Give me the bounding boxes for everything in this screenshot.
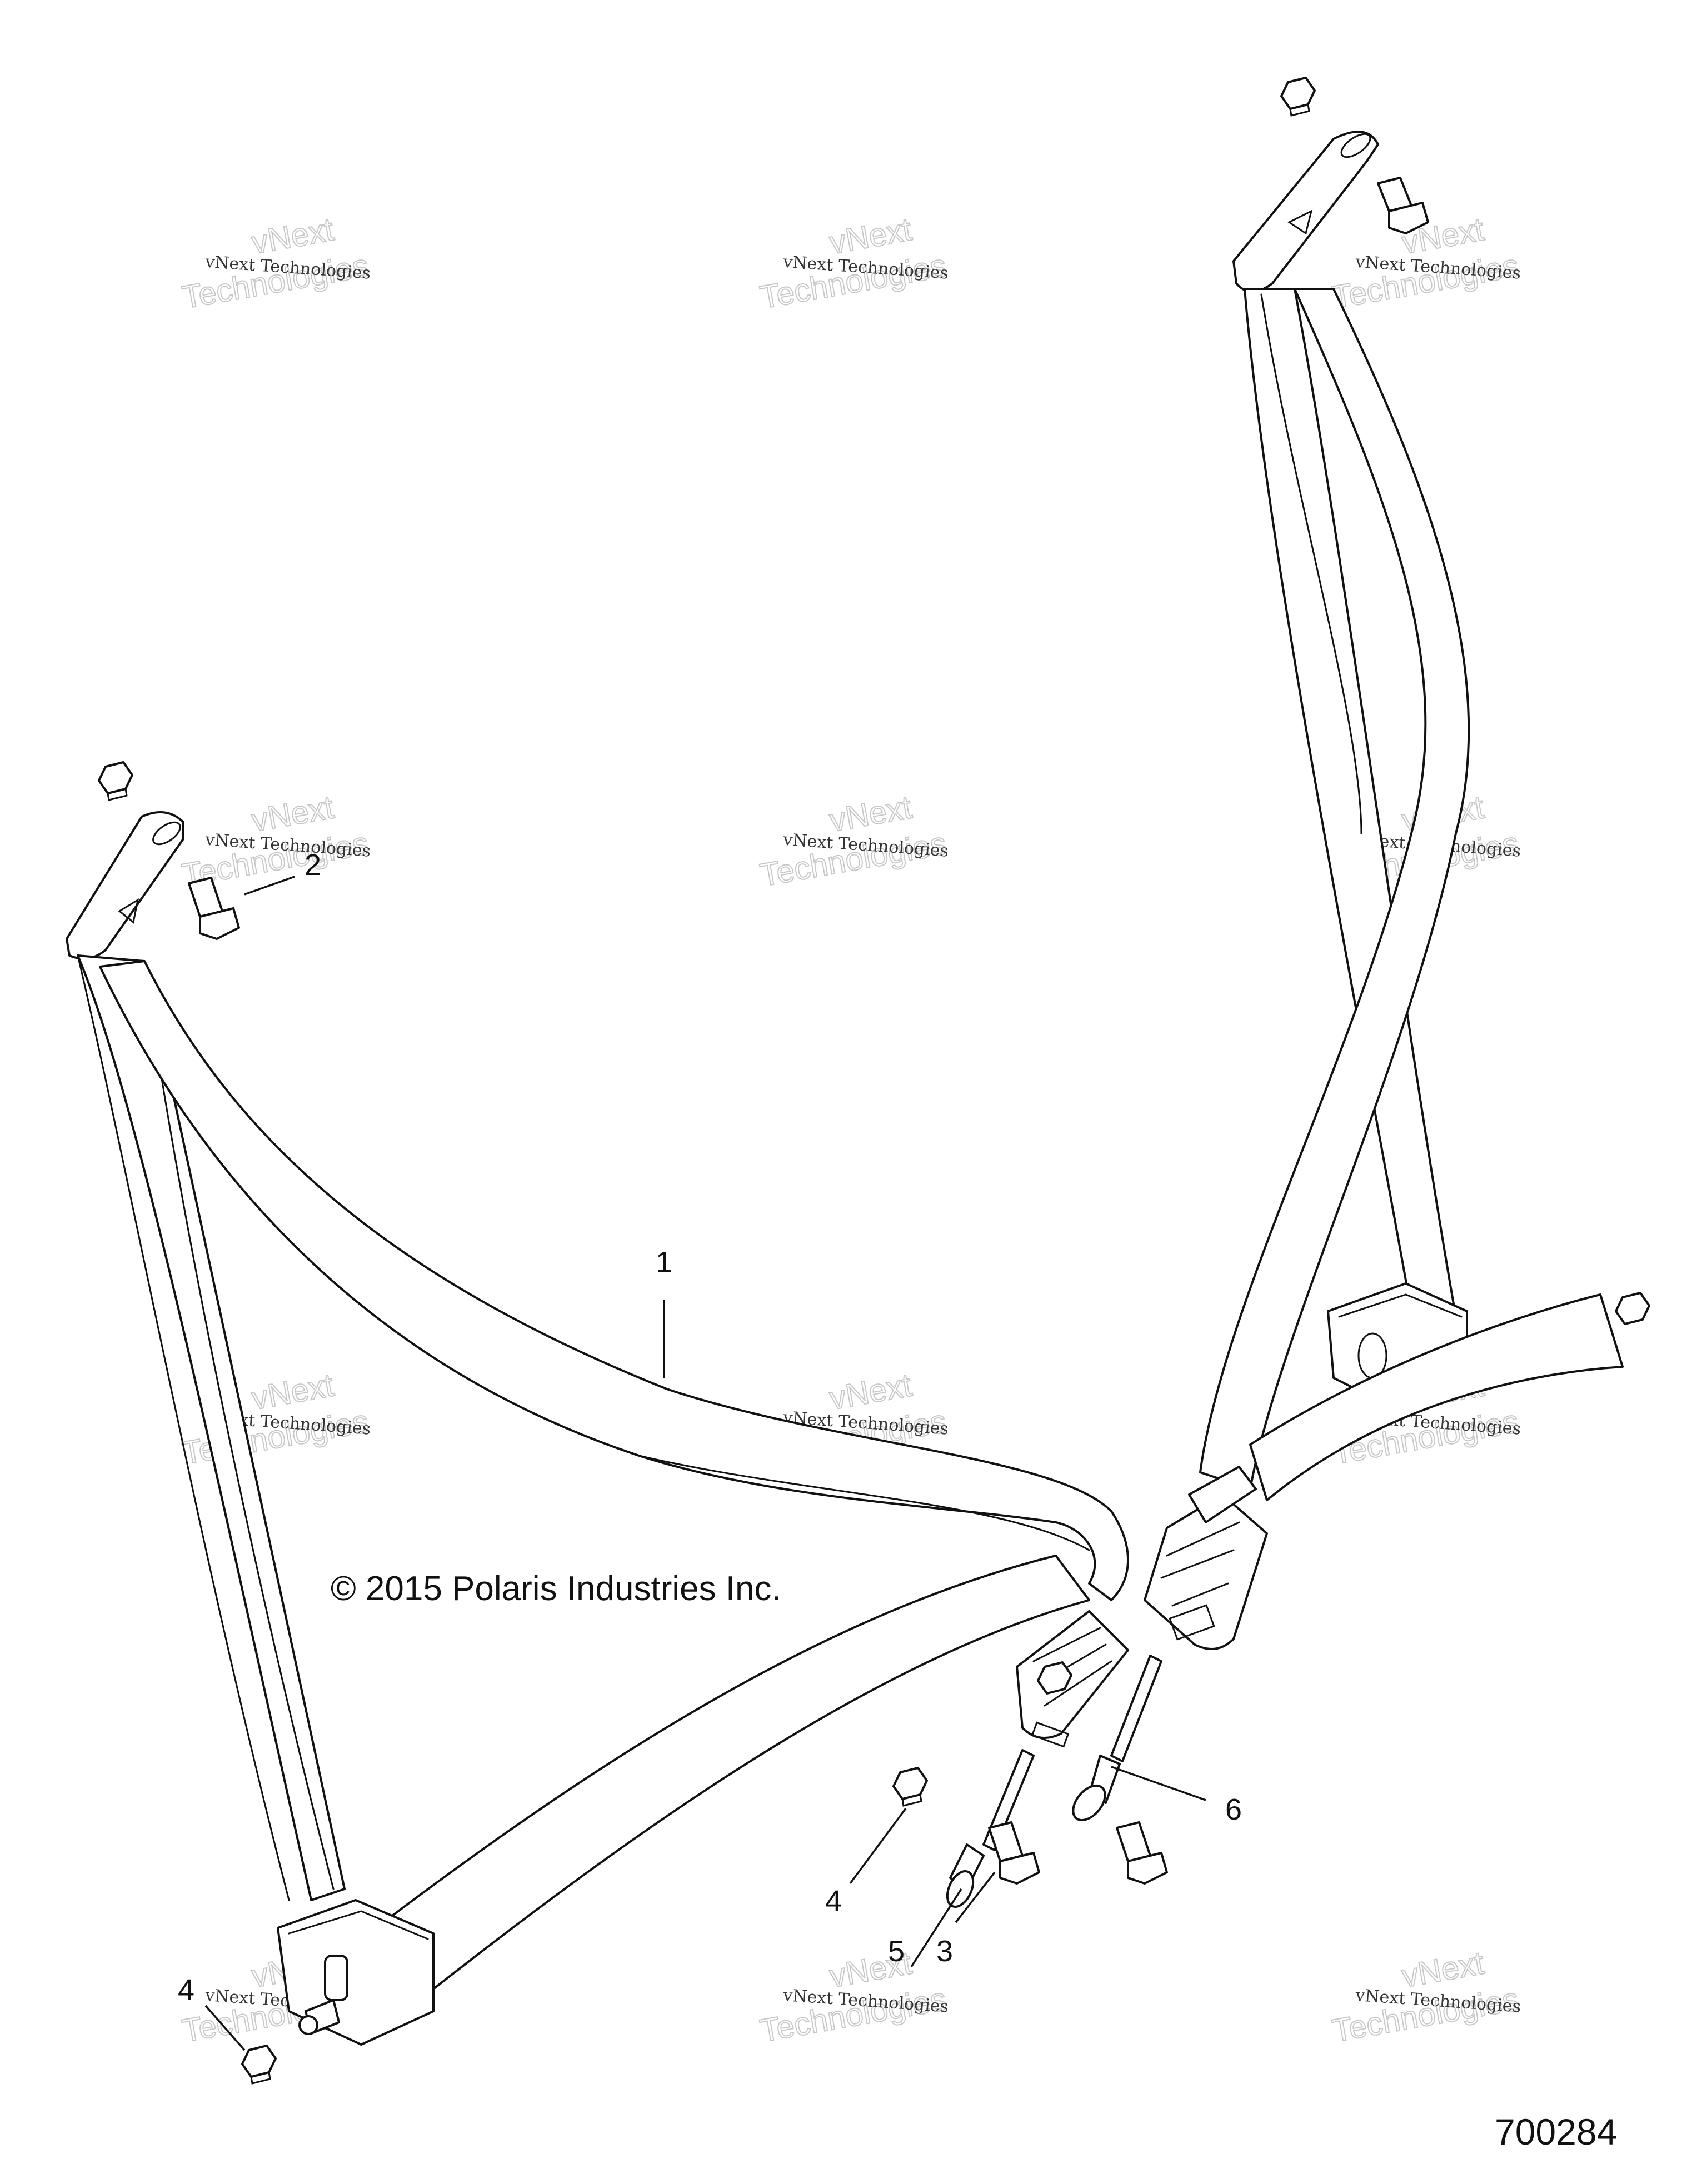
right-seat-belt-assembly	[1072, 77, 1650, 1821]
right-side-nut	[1615, 1292, 1650, 1325]
callout-3: 3	[936, 1935, 953, 1968]
callout-6: 6	[1225, 1793, 1242, 1826]
left-upper-anchor-plate	[66, 811, 184, 960]
left-lap-strap-upper	[99, 960, 1129, 1601]
watermark-large-line1: vNext	[827, 1367, 914, 1417]
hardware-items	[188, 877, 1168, 2085]
left-seat-belt-assembly	[66, 761, 1129, 2046]
copyright-notice: © 2015 Polaris Industries Inc.	[331, 1570, 781, 1608]
watermark-large-line1: vNext	[249, 789, 336, 839]
retractor-slot	[324, 1955, 348, 2001]
callout-4-left: 4	[178, 1973, 194, 2007]
nut-part-4-center	[892, 1767, 928, 1800]
callout-labels: 1 2 3 4 4 5 6	[178, 848, 1242, 2007]
left-lap-strap-lower	[382, 1555, 1090, 1990]
leader-lines	[204, 876, 1206, 2051]
reference-number: 700284	[1495, 2111, 1617, 2152]
right-upper-nut	[1280, 77, 1316, 110]
right-tether-cable	[1110, 1655, 1162, 1762]
watermark-large-line1: vNext	[249, 1367, 336, 1417]
watermark-large-line1: vNext	[249, 211, 336, 261]
nut-right-buckle	[1037, 1661, 1072, 1695]
watermark-large-line1: vNext	[827, 211, 914, 261]
callout-4-center: 4	[825, 1885, 842, 1918]
bolt-part-3	[988, 1821, 1024, 1862]
left-latch-tongue	[1016, 1610, 1129, 1739]
callout-1: 1	[656, 1246, 672, 1279]
right-buckle-receiver	[1144, 1493, 1268, 1650]
right-lap-strap	[1249, 1293, 1624, 1501]
bolt-right-buckle	[1116, 1821, 1151, 1862]
callout-2: 2	[305, 848, 321, 882]
callout-5: 5	[888, 1935, 905, 1968]
watermark-large-line1: vNext	[827, 789, 914, 839]
left-upper-nut	[98, 761, 133, 794]
watermark-large-line1: vNext	[1399, 1945, 1486, 1995]
nut-part-4-left	[241, 2045, 277, 2078]
